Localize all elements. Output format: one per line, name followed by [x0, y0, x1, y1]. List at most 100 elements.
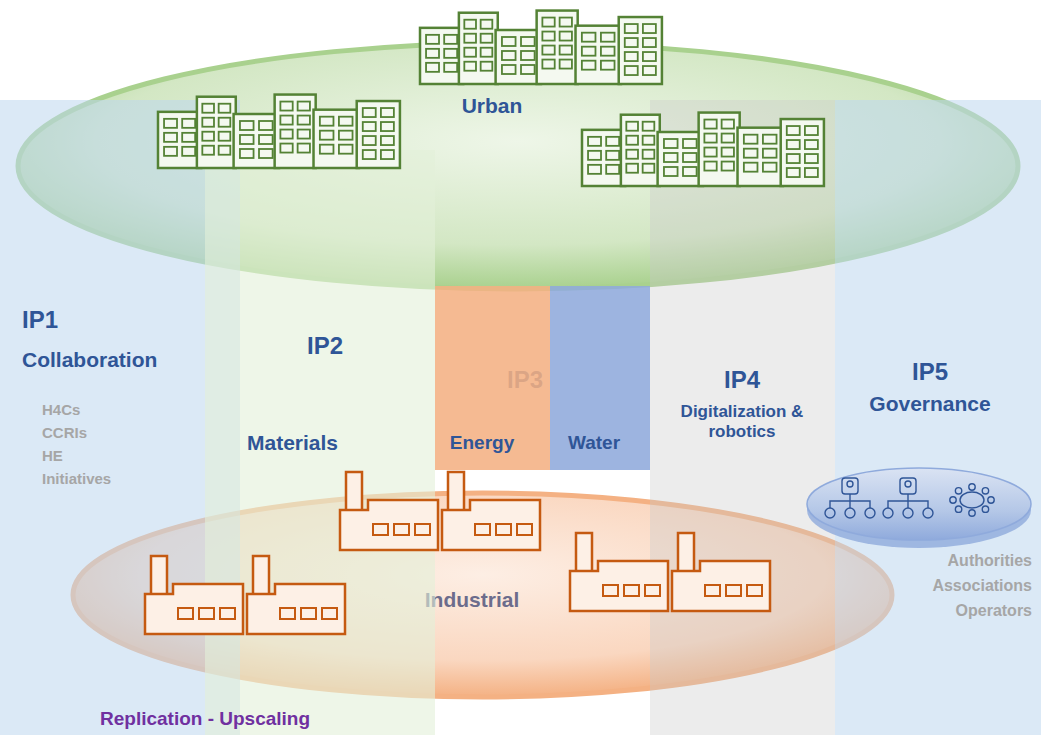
text-slot: Energy — [450, 432, 514, 454]
text-slot: IP5 — [912, 358, 948, 386]
factory-icon — [672, 533, 770, 611]
building-window — [444, 49, 457, 58]
factory-window — [178, 608, 193, 619]
building-window — [240, 149, 254, 158]
building-window — [744, 149, 758, 158]
node-text: Water — [568, 432, 620, 454]
building-window — [601, 47, 615, 56]
building-window — [182, 147, 195, 156]
materials-band: IP2Materials — [205, 150, 435, 735]
factory-window — [322, 608, 337, 619]
text-slot: Replication - Upscaling — [100, 708, 310, 730]
factory-body — [442, 500, 540, 550]
building-icon — [459, 13, 498, 84]
building-window — [202, 132, 214, 141]
building-icon — [619, 17, 662, 84]
building-window — [643, 136, 655, 145]
band-heading: IP2 — [307, 332, 343, 360]
band-heading: IP5 — [912, 358, 948, 386]
building-window — [805, 154, 818, 163]
factory-icon — [145, 556, 243, 634]
building-window — [182, 119, 195, 128]
building-window — [280, 116, 292, 125]
factory-window — [603, 585, 618, 596]
building-window — [339, 131, 353, 140]
building-window — [744, 163, 758, 172]
text-slot: Materials — [247, 431, 338, 455]
text-slot: Digitalization & robotics — [658, 402, 826, 441]
building-icon — [582, 130, 625, 186]
ip3-band: IP3EnergyWater — [435, 150, 650, 735]
governance-band: IP5GovernanceAuthorities Associations Op… — [835, 100, 1041, 735]
building-window — [643, 38, 656, 47]
text-slot: Water — [568, 432, 620, 454]
building-window — [502, 51, 516, 60]
building-window — [664, 167, 678, 176]
text-slot: Authorities Associations Operators — [932, 548, 1032, 623]
text-slot: H4Cs CCRIs HE Initiatives — [42, 398, 111, 490]
building-window — [805, 140, 818, 149]
building-window — [202, 146, 214, 155]
building-window — [626, 122, 638, 131]
factory-window — [301, 608, 316, 619]
building-window — [164, 119, 177, 128]
building-window — [363, 122, 376, 131]
building-window — [426, 63, 439, 72]
node-text: Collaboration — [22, 348, 157, 372]
factory-icon — [340, 472, 438, 550]
building-window — [542, 32, 554, 41]
building-window — [722, 148, 734, 157]
water-band: Water — [550, 286, 650, 470]
factory-window — [394, 524, 409, 535]
building-window — [521, 37, 535, 46]
building-window — [626, 136, 638, 145]
org-chart-icon — [825, 478, 875, 518]
building-window — [588, 151, 601, 160]
text-slot: IP2 — [307, 332, 343, 360]
building-window — [219, 104, 231, 113]
building-window — [606, 165, 619, 174]
building-window — [683, 153, 697, 162]
building-window — [381, 136, 394, 145]
building-window — [481, 20, 493, 29]
building-icon — [314, 110, 359, 168]
building-window — [320, 117, 334, 126]
building-window — [240, 121, 254, 130]
building-window — [787, 140, 800, 149]
building-window — [763, 149, 777, 158]
building-icon — [420, 28, 463, 84]
building-window — [787, 168, 800, 177]
building-window — [664, 139, 678, 148]
node-text: H4Cs CCRIs HE Initiatives — [42, 398, 111, 490]
building-window — [298, 116, 310, 125]
building-window — [182, 133, 195, 142]
factory-window — [517, 524, 532, 535]
building-window — [601, 61, 615, 70]
building-window — [704, 162, 716, 171]
building-window — [521, 51, 535, 60]
building-window — [481, 62, 493, 71]
band-heading: IP1 — [22, 306, 58, 334]
building-window — [643, 122, 655, 131]
node-text: Urban — [462, 94, 523, 118]
building-window — [464, 34, 476, 43]
building-window — [320, 131, 334, 140]
factory-body — [340, 500, 438, 550]
digitalization-band: IP4Digitalization & robotics — [650, 100, 835, 735]
factory-window — [726, 585, 741, 596]
building-cluster — [158, 95, 400, 168]
building-window — [240, 135, 254, 144]
building-window — [219, 146, 231, 155]
factory-window — [373, 524, 388, 535]
building-icon — [576, 26, 621, 84]
building-icon — [496, 30, 541, 84]
factory-window — [475, 524, 490, 535]
building-window — [481, 34, 493, 43]
building-icon — [699, 113, 740, 186]
building-window — [502, 65, 516, 74]
building-window — [582, 47, 596, 56]
building-icon — [197, 97, 236, 168]
building-window — [426, 35, 439, 44]
building-window — [625, 24, 638, 33]
text-slot: Collaboration — [22, 348, 157, 372]
